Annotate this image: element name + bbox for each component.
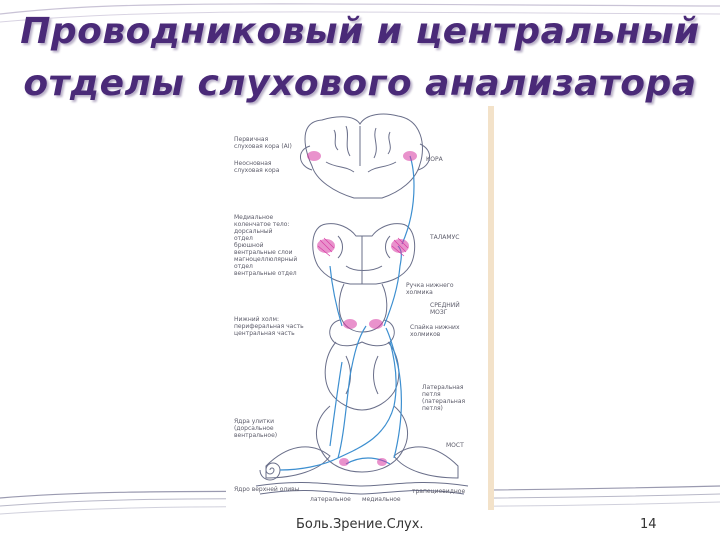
olive-left [339, 458, 349, 466]
cochlea-spiral [259, 462, 281, 481]
primary-cortex-left [307, 151, 321, 161]
label-commissure: Спайка нижних холмиков [410, 324, 460, 338]
label-midbrain: СРЕДНИЙ МОЗГ [430, 302, 460, 316]
pons-outline [324, 341, 400, 411]
label-lateral: латеральное [310, 496, 351, 503]
page-number: 14 [640, 517, 657, 532]
auditory-pathway-figure: Первичная слуховая кора (AI) Неосновная … [226, 106, 494, 510]
label-lateral-lemniscus: Латеральная петля (латеральная петля) [422, 384, 466, 412]
temporal-lobe-right [417, 143, 430, 171]
inferior-colliculus-outline [329, 319, 395, 347]
title-line-2: отделы слухового анализатора [23, 63, 697, 104]
slide-footer: Боль.Зрение.Слух. [296, 517, 424, 532]
mgb-right-stripes [391, 237, 409, 257]
temporal-lobe-left [300, 145, 313, 171]
pathway-mgb-to-cortex-right [401, 155, 415, 245]
inferior-colliculus-left [343, 319, 357, 329]
pathway-auditory-nerve [279, 457, 339, 471]
pathway-lateral-lemniscus-left [329, 361, 343, 447]
cerebellum-left [265, 446, 331, 479]
label-medial-geniculate-body: Медиальное коленчатое тело: дорсальный о… [234, 214, 298, 277]
thalamus-inner [337, 235, 391, 284]
pons-inner [345, 355, 379, 395]
label-inferior-colliculus: Нижний холм: периферальная часть централ… [234, 316, 304, 337]
cerebrum-outline [304, 113, 423, 199]
label-cochlear-nuclei: Ядра улитки (дорсальное вентральное) [234, 418, 278, 439]
cerebrum-sulci [325, 125, 397, 173]
label-superior-olive: Ядро верхней оливы [234, 486, 300, 493]
inferior-colliculus-right [369, 319, 383, 329]
pathway-cochlear-to-olive-right [337, 341, 397, 459]
slide-title: Проводниковый и центральный отделы слухо… [0, 6, 720, 110]
mgb-left-stripes [317, 237, 335, 257]
pathway-ic-to-mgb-left [329, 265, 343, 327]
label-medial: медиальное [362, 496, 401, 503]
primary-cortex-right [403, 151, 417, 161]
label-brachium: Ручка нижнего холмика [406, 282, 454, 296]
olive-right [377, 458, 387, 466]
label-secondary-cortex: Неосновная слуховая кора [234, 160, 280, 174]
pathway-ic-to-mgb-right [383, 245, 402, 327]
floor-line-2 [259, 489, 465, 495]
title-line-1: Проводниковый и центральный [20, 11, 700, 52]
thalamus-outline [312, 223, 416, 285]
floor-line [255, 481, 469, 487]
auditory-pathway-drawing [255, 113, 469, 495]
label-thalamus: ТАЛАМУС [430, 234, 460, 241]
cerebellum-right [393, 446, 459, 479]
medulla-outline [315, 405, 409, 473]
label-primary-cortex: Первичная слуховая кора (AI) [234, 136, 292, 150]
label-pons: МОСТ [446, 442, 464, 449]
pathway-cochlear-to-olive-left [337, 325, 367, 459]
label-cortex: КОРА [426, 156, 443, 163]
pathway-lateral-lemniscus-right [385, 327, 403, 459]
label-trapezoid: трапециевидное [412, 488, 466, 495]
